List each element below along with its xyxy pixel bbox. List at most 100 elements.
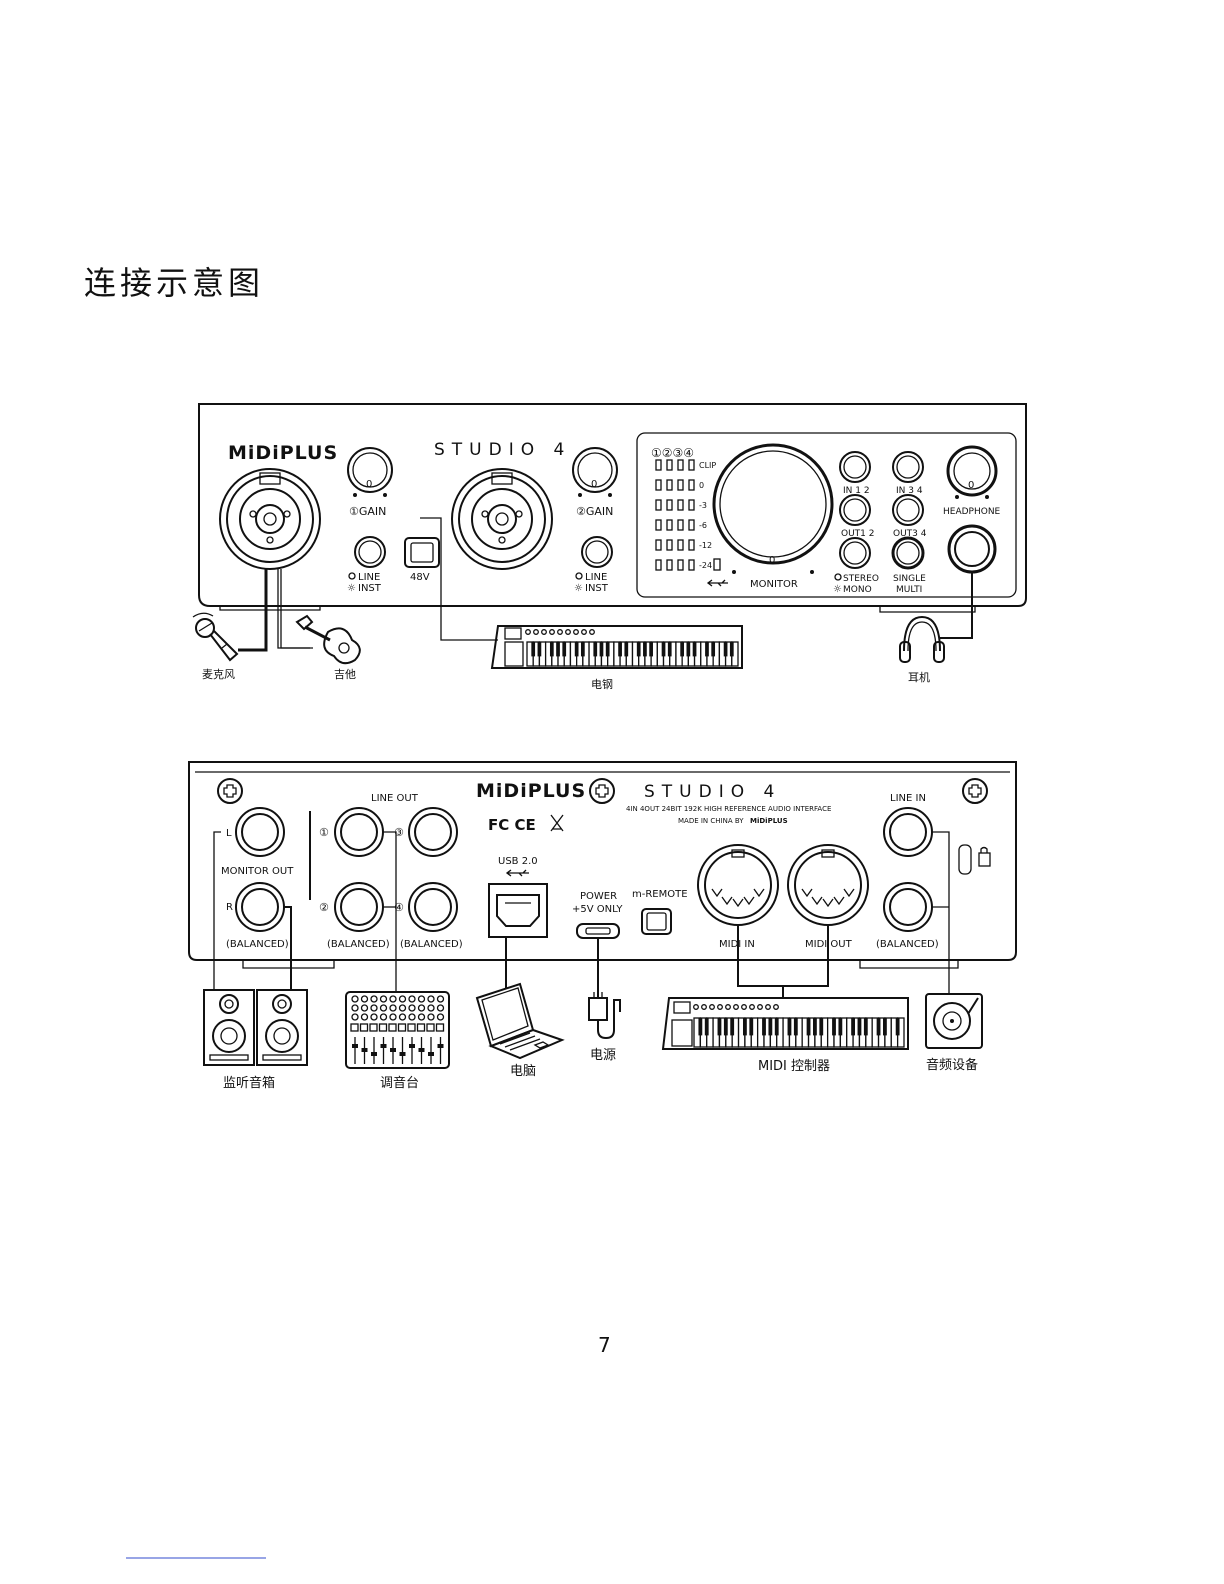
black-key — [636, 642, 641, 657]
screw-icon — [217, 778, 243, 804]
black-key — [774, 1018, 779, 1036]
line-inst-1-button[interactable] — [354, 536, 386, 568]
in12-button[interactable] — [839, 451, 871, 483]
black-key — [667, 642, 672, 657]
stereo-mono-button[interactable] — [839, 537, 871, 569]
black-key — [605, 642, 610, 657]
line-in-1-jack[interactable] — [883, 807, 933, 857]
monitor-out-l-jack[interactable] — [235, 807, 285, 857]
mixer-fader-cap — [418, 1048, 425, 1052]
line-out-balanced-2: (BALANCED) — [400, 939, 463, 950]
out34-button[interactable] — [892, 494, 924, 526]
speaker-cable-r — [284, 906, 292, 990]
line-in-2-jack[interactable] — [883, 882, 933, 932]
black-key — [711, 642, 716, 657]
black-key — [806, 1018, 811, 1036]
inst2-label: INST — [585, 583, 609, 594]
black-key — [883, 1018, 887, 1036]
power-label-device: 电源 — [590, 1048, 616, 1063]
line-inst-2-button[interactable] — [581, 536, 613, 568]
out12-button[interactable] — [839, 494, 871, 526]
computer-label: 电脑 — [510, 1064, 536, 1079]
input2-combo-jack[interactable] — [451, 468, 553, 570]
power-port[interactable] — [576, 923, 620, 939]
single-multi-button[interactable] — [891, 536, 925, 570]
mixer-icon — [345, 991, 450, 1069]
meter-segment — [688, 519, 695, 531]
mixer-knob — [379, 995, 388, 1003]
meter-segment — [666, 519, 673, 531]
remote-port[interactable] — [641, 908, 672, 935]
black-key — [819, 1018, 824, 1036]
piano-label: 电钢 — [591, 678, 613, 691]
in34-button[interactable] — [892, 451, 924, 483]
headphone-cable — [940, 572, 973, 639]
stereo-label: STEREO — [843, 574, 879, 584]
gain2-label: ②GAIN — [576, 505, 613, 518]
mixer-knob — [408, 1004, 416, 1012]
single-label: SINGLE — [893, 574, 926, 584]
headphone-knob[interactable] — [946, 445, 998, 497]
mixer-button — [369, 1023, 378, 1032]
line-out-1-num: ① — [319, 826, 329, 839]
mixer-button — [359, 1023, 369, 1032]
screw-icon — [962, 778, 988, 804]
black-key — [599, 642, 604, 657]
line-out-4-jack[interactable] — [408, 882, 458, 932]
usb-icon — [505, 869, 529, 877]
midi-out-port[interactable] — [787, 844, 869, 926]
input1-combo-jack[interactable] — [219, 468, 321, 570]
monitor-balanced-label: (BALANCED) — [226, 939, 289, 950]
line-out-balanced-1: (BALANCED) — [327, 939, 390, 950]
meter-label-12: -12 — [699, 541, 712, 550]
controller-button — [773, 1004, 779, 1010]
monitor-out-r-jack[interactable] — [235, 882, 285, 932]
page-title: 连接示意图 — [84, 264, 264, 302]
controller-button — [565, 629, 571, 635]
mixer-fader-cap — [380, 1044, 387, 1048]
guitar-icon — [295, 614, 361, 665]
midi-cable — [737, 925, 829, 998]
line-out-1-jack[interactable] — [334, 807, 384, 857]
line-in-balanced-label: (BALANCED) — [876, 939, 939, 950]
mixer-knob — [379, 1004, 388, 1012]
usb-port[interactable] — [488, 883, 548, 938]
meter-segment — [677, 499, 684, 511]
gain1-knob-value: 0 — [366, 479, 372, 490]
meter-segment — [655, 519, 662, 531]
mixer-knob — [408, 1013, 416, 1021]
phantom-48v-button[interactable] — [404, 537, 440, 568]
mixer-knob — [436, 1004, 445, 1012]
mixer-fader-cap — [390, 1048, 396, 1052]
meter-segment — [677, 539, 684, 551]
mixer-knob — [427, 1004, 435, 1012]
turntable-icon — [925, 993, 983, 1049]
black-key — [704, 1018, 709, 1036]
black-key — [661, 642, 666, 657]
black-key — [787, 1018, 792, 1036]
line-out-3-jack[interactable] — [408, 807, 458, 857]
meter-segment — [666, 499, 673, 511]
midi-in-port[interactable] — [697, 844, 779, 926]
meter-segment — [655, 479, 662, 491]
mixer-button — [426, 1023, 435, 1032]
midi-controller-label: MIDI 控制器 — [758, 1059, 830, 1074]
line-out-2-jack[interactable] — [334, 882, 384, 932]
black-key — [723, 642, 728, 657]
rear-logo: MiDiPLUS — [476, 780, 586, 802]
mixer-knob — [351, 995, 359, 1003]
meter-segment — [688, 459, 695, 471]
meter-segment — [688, 539, 695, 551]
in12-label: IN 1 2 — [843, 486, 870, 496]
meter-segment — [688, 479, 695, 491]
lock-icon — [978, 852, 991, 867]
black-key — [768, 1018, 773, 1036]
line-out-label: LINE OUT — [371, 793, 419, 804]
page-number: 7 — [598, 1333, 611, 1357]
sun-icon: ☼ — [347, 583, 356, 594]
mixer-knob — [436, 1013, 445, 1021]
monitor-knob[interactable] — [712, 443, 834, 565]
mixer-knob — [398, 995, 407, 1003]
monitor-speakers-icon — [203, 989, 308, 1066]
sun-icon: ☼ — [833, 584, 842, 595]
